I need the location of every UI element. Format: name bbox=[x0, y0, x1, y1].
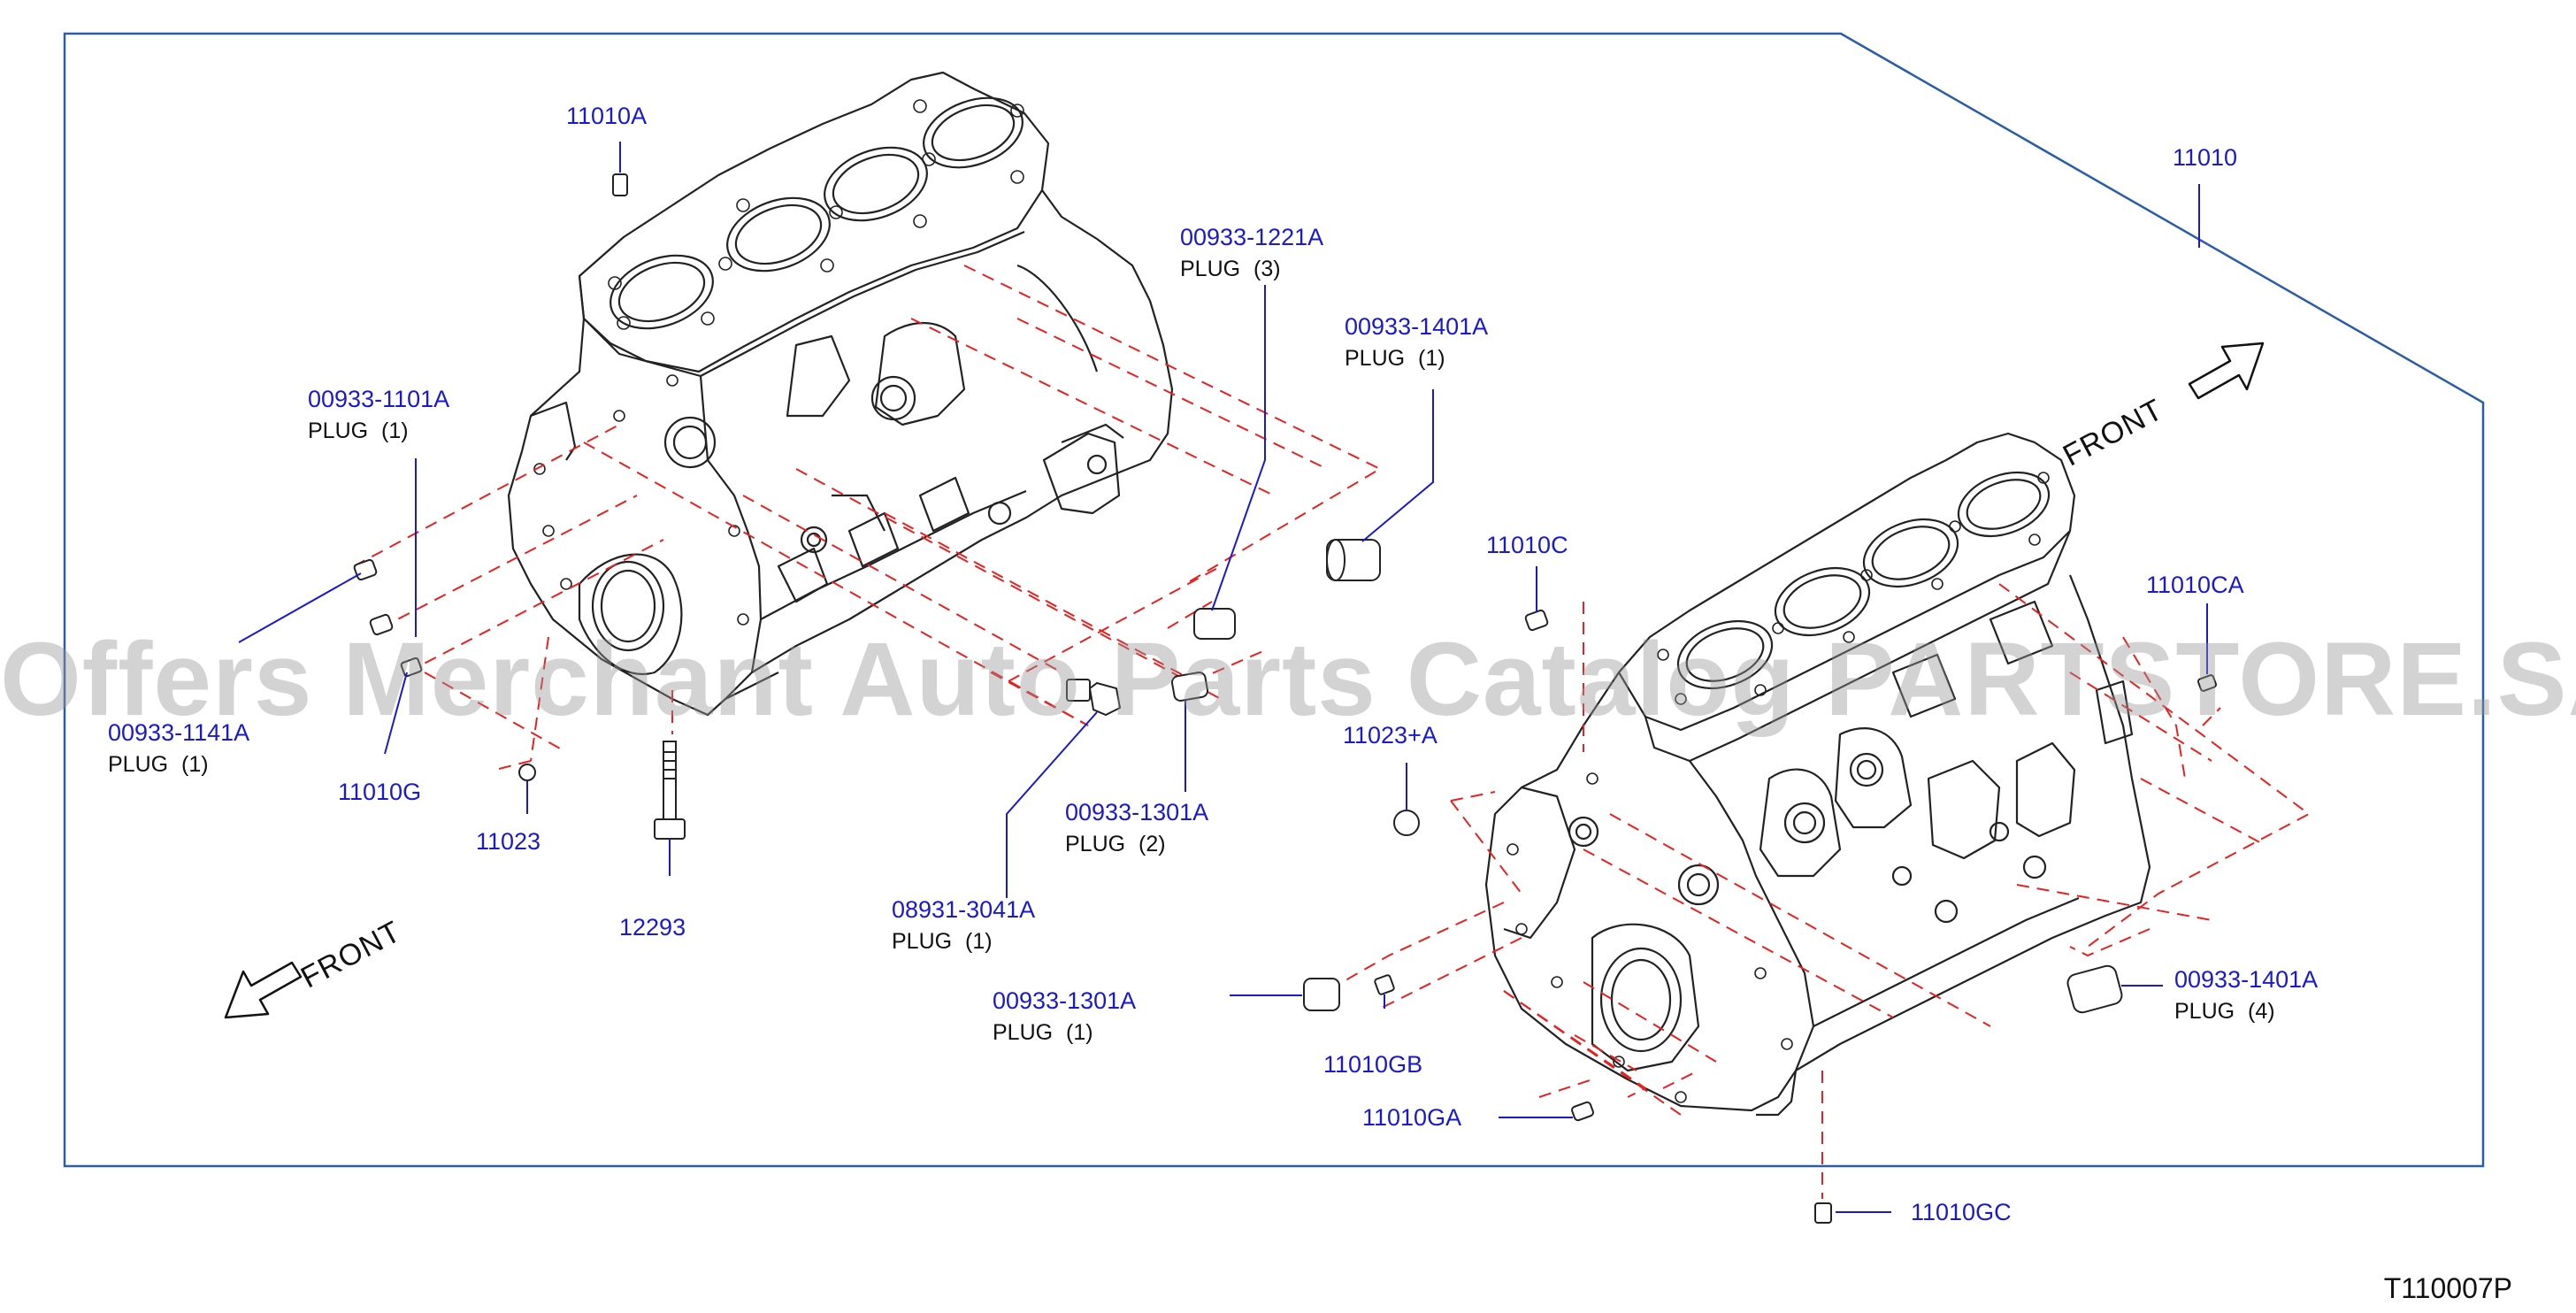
part-number: 00933-1101A bbox=[308, 386, 450, 412]
callout-00933-1141A[interactable]: 00933-1141A PLUG (1) bbox=[108, 721, 249, 776]
plug-08931-3041A bbox=[1066, 679, 1122, 717]
front-arrow-icon bbox=[224, 961, 303, 1019]
part-number: 11010GB bbox=[1323, 1051, 1423, 1078]
plug-00933-1301A-mid bbox=[1170, 672, 1209, 702]
part-number: 08931-3041A bbox=[892, 896, 1036, 923]
part-description: PLUG (1) bbox=[993, 1020, 1093, 1045]
callout-00933-1401A-right[interactable]: 00933-1401A PLUG (4) bbox=[2174, 968, 2318, 1023]
plug-00933-1301A-low bbox=[1303, 978, 1340, 1011]
part-number: 00933-1301A bbox=[1065, 799, 1209, 825]
dowel-11010GB bbox=[1374, 974, 1395, 995]
callout-11010[interactable]: 11010 bbox=[2173, 146, 2237, 170]
part-description: PLUG (4) bbox=[2174, 999, 2275, 1024]
leader-lines bbox=[238, 142, 2208, 1213]
part-number: 00933-1401A bbox=[1345, 313, 1489, 340]
callout-11023A[interactable]: 11023+A bbox=[1343, 724, 1438, 748]
ball-11023A bbox=[1393, 810, 1420, 836]
part-number: 11010A bbox=[566, 103, 648, 129]
plug-00933-1101A bbox=[369, 613, 394, 636]
drawing-id: T110007P bbox=[2383, 1272, 2512, 1304]
engine-block-left[interactable] bbox=[507, 71, 1174, 717]
part-number: 11010G bbox=[338, 779, 422, 805]
plug-00933-1401A-right bbox=[2066, 964, 2123, 1014]
part-number: 00933-1301A bbox=[993, 987, 1137, 1014]
front-arrow-icon bbox=[2188, 342, 2265, 400]
dashed-reference-lines bbox=[353, 265, 2311, 1199]
part-number: 00933-1401A bbox=[2174, 966, 2319, 993]
callout-11010GB[interactable]: 11010GB bbox=[1323, 1053, 1422, 1077]
part-description: PLUG (3) bbox=[1180, 257, 1281, 281]
part-number: 11010CA bbox=[2146, 572, 2244, 598]
callout-11023[interactable]: 11023 bbox=[476, 830, 540, 854]
part-description: PLUG (1) bbox=[108, 752, 209, 777]
part-description: PLUG (1) bbox=[892, 929, 993, 954]
part-number: 11023+A bbox=[1343, 722, 1438, 749]
callout-11010C[interactable]: 11010C bbox=[1486, 534, 1568, 557]
part-number: 12293 bbox=[619, 914, 686, 941]
dowel-11010GA bbox=[1571, 1101, 1594, 1122]
plug-00933-1141A bbox=[353, 558, 378, 581]
callout-00933-1301A-mid[interactable]: 00933-1301A PLUG (2) bbox=[1065, 801, 1208, 856]
engine-block-right[interactable] bbox=[1484, 432, 2151, 1117]
callout-11010GC[interactable]: 11010GC bbox=[1911, 1201, 2012, 1225]
part-description: PLUG (1) bbox=[1345, 346, 1445, 371]
bolt-12293 bbox=[654, 741, 686, 840]
part-number: 11010GC bbox=[1911, 1199, 2012, 1225]
dowel-11010C bbox=[1524, 609, 1549, 632]
dowel-11010G bbox=[400, 656, 423, 678]
callout-11010CA[interactable]: 11010CA bbox=[2146, 573, 2244, 597]
callout-11010G[interactable]: 11010G bbox=[338, 780, 421, 804]
callout-11010A[interactable]: 11010A bbox=[566, 104, 647, 128]
part-description: PLUG (1) bbox=[308, 418, 409, 443]
assembly-frame bbox=[63, 32, 2485, 1168]
part-number: 11010 bbox=[2173, 144, 2238, 171]
part-description: PLUG (2) bbox=[1065, 832, 1166, 856]
dowel-11010A bbox=[612, 173, 628, 196]
part-number: 11023 bbox=[476, 828, 541, 855]
callout-08931-3041A[interactable]: 08931-3041A PLUG (1) bbox=[892, 898, 1035, 953]
callout-00933-1301A-low[interactable]: 00933-1301A PLUG (1) bbox=[993, 989, 1136, 1044]
dowel-11010CA bbox=[2196, 674, 2218, 692]
plug-00933-1221A bbox=[1193, 608, 1236, 640]
callout-00933-1101A[interactable]: 00933-1101A PLUG (1) bbox=[308, 388, 449, 442]
dowel-11010GC bbox=[1814, 1202, 1832, 1224]
ball-11023 bbox=[518, 764, 536, 781]
callout-00933-1401A-top[interactable]: 00933-1401A PLUG (1) bbox=[1345, 315, 1488, 370]
small-parts bbox=[353, 173, 2218, 1224]
part-number: 00933-1141A bbox=[108, 719, 250, 746]
callout-00933-1221A[interactable]: 00933-1221A PLUG (3) bbox=[1180, 226, 1323, 280]
part-number: 11010C bbox=[1486, 532, 1568, 558]
part-number: 00933-1221A bbox=[1180, 224, 1324, 250]
callout-12293[interactable]: 12293 bbox=[619, 916, 686, 940]
part-number: 11010GA bbox=[1362, 1104, 1462, 1131]
callout-11010GA[interactable]: 11010GA bbox=[1362, 1106, 1461, 1130]
